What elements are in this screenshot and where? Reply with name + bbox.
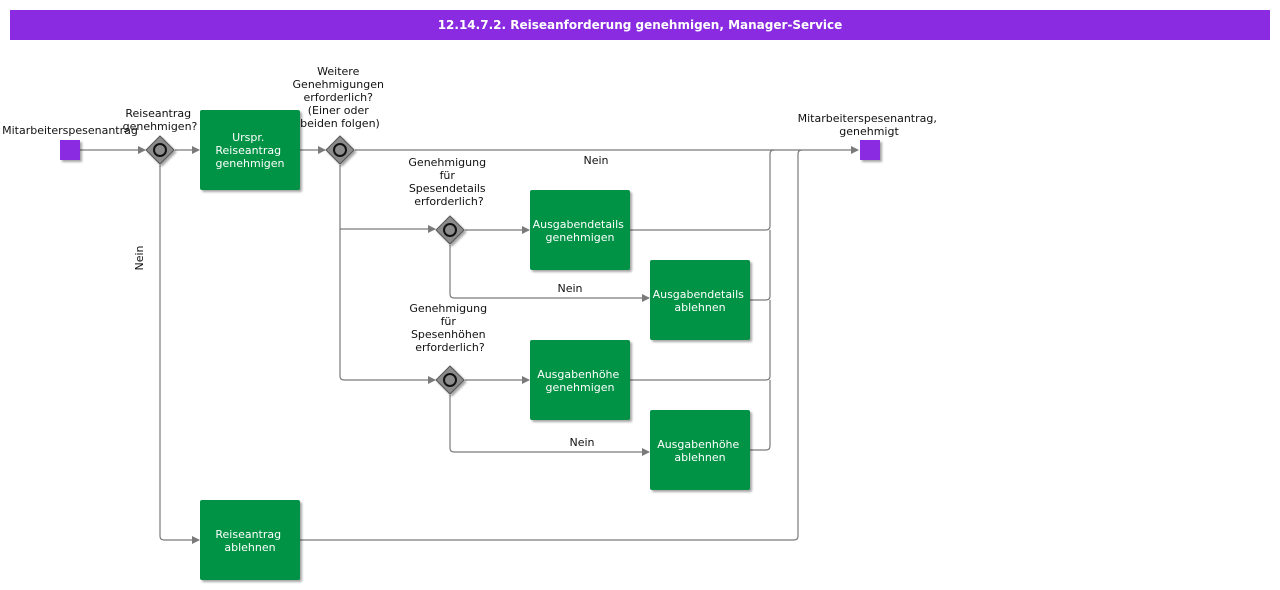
start-event[interactable]: [60, 140, 80, 160]
flow-label-nein-details: Nein: [557, 282, 582, 295]
gateway-circle-icon: [443, 373, 457, 387]
flow-t5-to-merge: [750, 380, 771, 451]
start-event-label: Mitarbeiterspesenantrag: [2, 124, 138, 137]
task-urspr-reiseantrag-genehmigen[interactable]: Urspr. Reiseantrag genehmigen: [200, 110, 300, 190]
flow-label-nein-top: Nein: [583, 154, 608, 167]
flow-g1-to-t6: [159, 165, 200, 544]
end-event[interactable]: [860, 140, 880, 160]
gateway-reiseantrag-label: Reiseantrag genehmigen?: [123, 107, 198, 133]
svg-text:Urspr. Reiseantrag: Urspr. Reiseantrag genehmigen: [215, 131, 284, 170]
flow-g3-to-t3: [449, 245, 650, 302]
gateway-weitere-genehmigungen[interactable]: [325, 135, 355, 165]
svg-text:Ausgabendetails ablehnen: Ausgabendetails ablehnen: [653, 288, 748, 314]
gateway-spesendetails-label: Genehmigung für Spesendetails erforderli…: [408, 156, 489, 208]
gateway-spesenhoehen[interactable]: [435, 365, 465, 395]
gateway-circle-icon: [333, 143, 347, 157]
gateway-spesendetails[interactable]: [435, 215, 465, 245]
flow-g4-to-t5: [449, 395, 650, 456]
svg-text:Ausgabenhöhe ablehnen: Ausgabenhöhe ablehnen: [657, 438, 743, 464]
task-ausgabenhoehe-ablehnen[interactable]: Ausgabenhöhe ablehnen: [650, 410, 750, 490]
gateway-circle-icon: [153, 143, 167, 157]
flow-t3-to-merge: [750, 230, 771, 301]
end-event-label: Mitarbeiterspesenantrag, genehmigt: [798, 112, 941, 138]
gateway-circle-icon: [443, 223, 457, 237]
task-reiseantrag-ablehnen[interactable]: Reiseantrag ablehnen: [200, 500, 300, 580]
task-ausgabendetails-genehmigen[interactable]: Ausgabendetails genehmigen: [530, 190, 630, 270]
task-ausgabendetails-ablehnen[interactable]: Ausgabendetails ablehnen: [650, 260, 750, 340]
gateway-spesenhoehen-label: Genehmigung für Spesenhöhen erforderlich…: [409, 302, 490, 354]
svg-text:Reiseantrag ablehnen: Reiseantrag ablehnen: [215, 528, 284, 554]
sequence-flows: [80, 146, 859, 544]
svg-text:Ausgabenhöhe genehmigen: Ausgabenhöhe genehmigen: [537, 368, 623, 394]
task-ausgabenhoehe-genehmigen[interactable]: Ausgabenhöhe genehmigen: [530, 340, 630, 420]
diagram-title: 12.14.7.2. Reiseanforderung genehmigen, …: [10, 10, 1270, 40]
flow-g2-to-g4: [339, 229, 436, 384]
gateway-reiseantrag[interactable]: [145, 135, 175, 165]
flow-label-nein-reject: Nein: [133, 245, 146, 270]
gateway-weitere-genehmigungen-label: Weitere Genehmigungen erforderlich? (Ein…: [293, 65, 388, 130]
flow-label-nein-amount: Nein: [569, 436, 594, 449]
flow-t2-to-merge: [630, 149, 775, 231]
flow-t4-to-merge: [630, 300, 771, 381]
svg-text:Ausgabendetails genehmig: Ausgabendetails genehmigen: [533, 218, 628, 244]
flow-t6-to-end: [300, 149, 803, 541]
